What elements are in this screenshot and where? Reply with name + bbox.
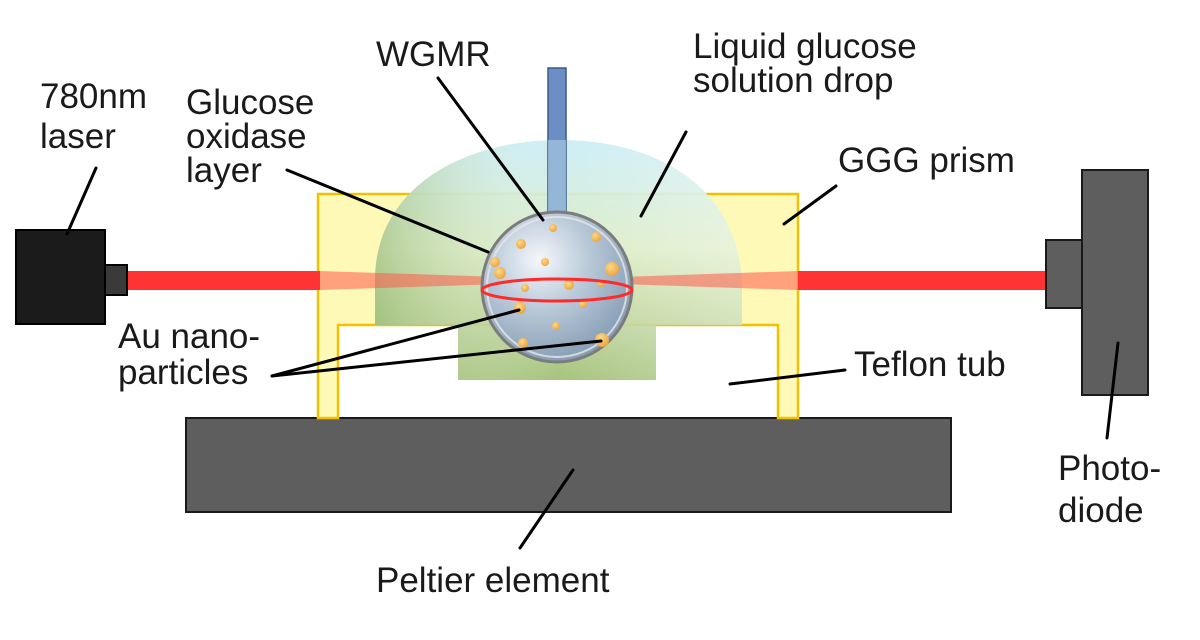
au-particle [516,239,526,249]
leader-au-1 [270,308,521,378]
au-particle [518,338,528,348]
label-laser-line1: 780nm [40,77,147,116]
leader-lines [65,76,1120,550]
label-glucose-oxidase: Glucose oxidase layer [186,83,324,190]
leader-glucose-drop [639,130,688,218]
label-au-nano-line2: particles [118,353,248,392]
au-particle [579,300,587,308]
leader-glucose-oxidase [285,168,490,254]
label-glucose-drop: Liquid glucose solution drop [693,27,927,100]
au-particle [605,262,619,276]
au-particle [541,258,549,266]
leader-ggg-prism [782,184,838,226]
au-particle [552,322,560,330]
label-glucose-oxidase-line2: oxidase [186,117,307,156]
au-particle [549,224,557,232]
au-particle [490,257,500,267]
label-peltier: Peltier element [376,561,610,600]
leader-laser [65,166,98,236]
label-au-nano: Au nano- particles [118,317,270,392]
au-particle [494,267,506,279]
laser-beam-right [798,271,1046,290]
leader-photodiode [1105,341,1120,440]
resonance-ring [480,277,634,303]
label-photodiode-line2: diode [1058,491,1144,530]
label-glucose-drop-line2: solution drop [693,61,893,100]
label-ggg-prism: GGG prism [838,141,1015,180]
au-particle [591,232,601,242]
beam-cone-right [560,271,798,290]
peltier-element [185,417,952,513]
label-teflon-tub: Teflon tub [854,345,1006,384]
photodiode-window [1045,239,1083,309]
beam-cone-left [320,271,560,290]
label-glucose-drop-line1: Liquid glucose [693,27,917,66]
au-particle [521,284,529,292]
leader-wgmr [436,76,545,222]
label-wgmr: WGMR [376,35,491,74]
label-glucose-oxidase-line1: Glucose [186,83,314,122]
leader-au-2 [270,339,603,378]
laser-beam-left [127,271,320,290]
label-photodiode-line1: Photo- [1058,449,1161,488]
label-laser: 780nm laser [40,77,157,156]
fiber-stem-lower [548,140,566,224]
label-laser-line2: laser [40,117,116,156]
label-glucose-oxidase-line3: layer [186,151,262,190]
au-particle [564,280,574,290]
label-photodiode: Photo- diode [1058,449,1171,530]
laser-source-icon [15,229,106,325]
label-au-nano-line1: Au nano- [118,317,260,356]
laser-aperture [104,264,128,296]
wgmr-sphere [480,210,634,364]
leader-peltier [518,468,575,550]
leader-teflon-tub [728,368,847,386]
